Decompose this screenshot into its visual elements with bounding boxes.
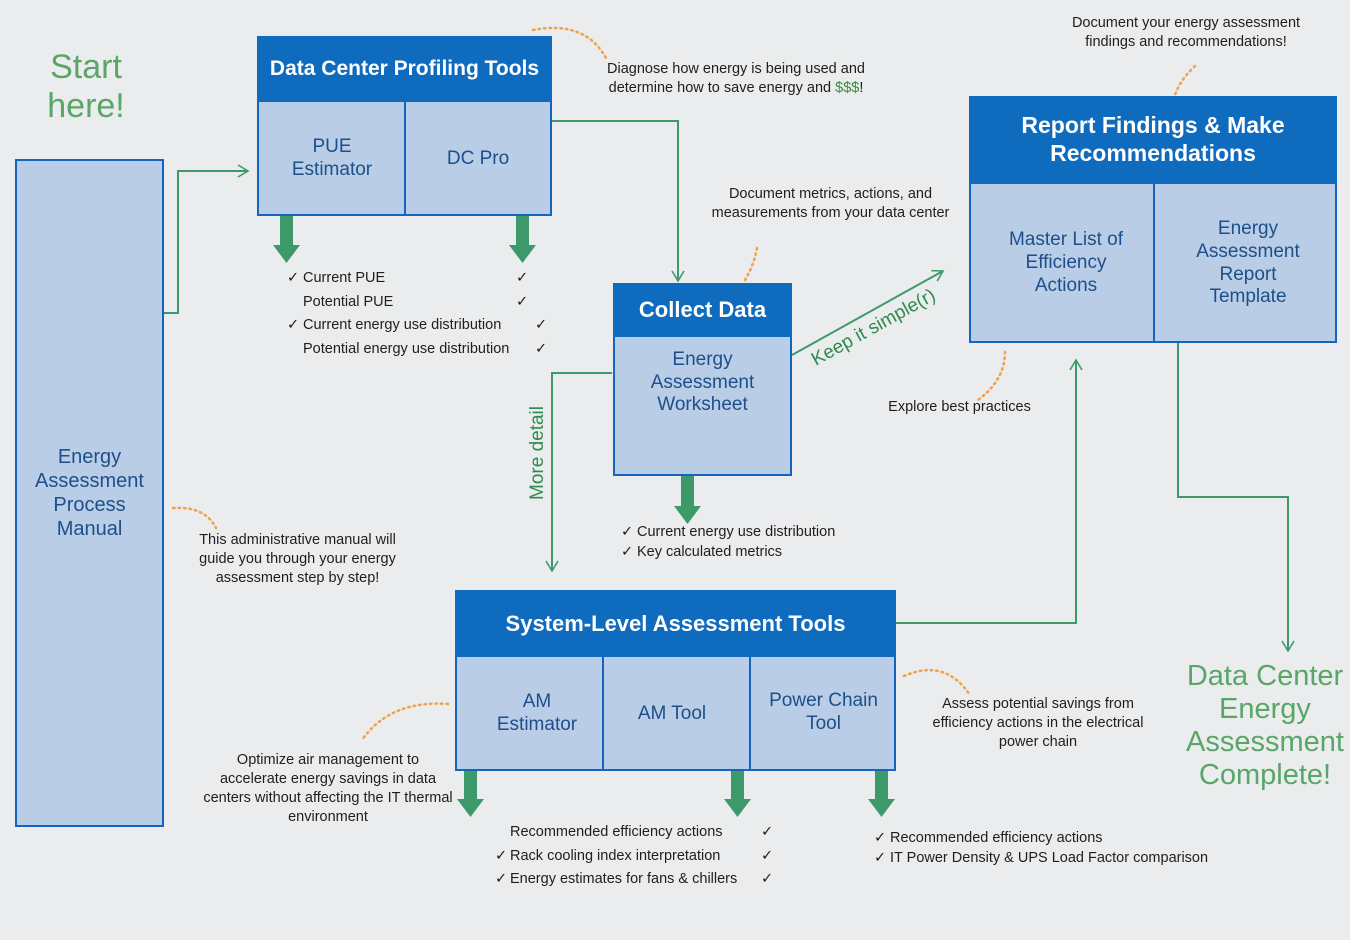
down-arrow-icon <box>674 475 701 524</box>
system-title: System-Level Assessment Tools <box>455 590 896 657</box>
profiling-note-money: $$$ <box>835 80 860 96</box>
profiling-note-text: Diagnose how energy is being used and de… <box>607 61 865 96</box>
system-divider <box>749 657 751 771</box>
check-icon: ✓ <box>761 871 774 887</box>
down-arrow-icon <box>509 215 536 263</box>
collect-outputs: ✓ Current energy use distribution ✓ Key … <box>621 522 881 562</box>
output-row: ✓ Recommended efficiency actions <box>874 828 1244 848</box>
power-outputs: ✓ Recommended efficiency actions ✓ IT Po… <box>874 828 1244 868</box>
profiling-divider <box>404 102 406 216</box>
down-arrow-icon <box>457 771 484 817</box>
check-icon: ✓ <box>287 317 300 333</box>
report-note-top: Document your energy assessment findings… <box>1071 15 1301 50</box>
output-text: Key calculated metrics <box>637 544 783 560</box>
system-box[interactable]: System-Level Assessment Tools AM Estimat… <box>455 590 896 771</box>
check-icon: ✓ <box>516 270 529 286</box>
callout-dots <box>902 668 972 697</box>
check-icon: ✓ <box>287 270 300 286</box>
start-line-1: Start <box>50 48 122 86</box>
check-icon: ✓ <box>874 830 887 846</box>
connector-system-to-report <box>896 358 1083 624</box>
output-text: IT Power Density & UPS Load Factor compa… <box>890 850 1209 866</box>
am-note: Optimize air management to accelerate en… <box>203 752 453 825</box>
manual-note: This administrative manual will guide yo… <box>199 532 396 586</box>
report-divider <box>1153 184 1155 343</box>
callout-dots <box>976 350 1007 402</box>
output-text: Current PUE <box>303 270 386 286</box>
profiling-note: Diagnose how energy is being used and de… <box>600 60 872 98</box>
callout-dots <box>531 26 608 60</box>
check-icon: ✓ <box>516 293 529 310</box>
collect-note: Document metrics, actions, and measureme… <box>711 186 950 221</box>
profiling-box[interactable]: Data Center Profiling Tools PUE Estimato… <box>257 36 552 216</box>
callout-dots <box>360 702 450 742</box>
manual-box-label: Energy Assessment Process Manual <box>35 446 144 540</box>
report-title: Report Findings & Make Recommendations <box>969 96 1337 184</box>
profiling-title: Data Center Profiling Tools <box>257 36 552 102</box>
profiling-outputs: ✓ Current PUE ✓ Potential PUE ✓ ✓ Curren… <box>287 267 557 361</box>
connector-profiling-to-collect <box>551 120 685 283</box>
connector-collect-to-system <box>545 372 612 573</box>
output-row: ✓ IT Power Density & UPS Load Factor com… <box>874 848 1244 868</box>
down-arrow-icon <box>724 771 751 817</box>
output-text: Current energy use distribution <box>637 524 836 540</box>
output-row: ✓ Key calculated metrics <box>621 542 881 562</box>
check-icon: ✓ <box>535 340 548 357</box>
callout-dots <box>743 246 759 282</box>
connector-manual-to-profiling <box>163 164 250 314</box>
system-divider <box>602 657 604 771</box>
output-text: Rack cooling index interpretation <box>510 847 721 864</box>
manual-box[interactable]: Energy Assessment Process Manual <box>15 159 164 827</box>
output-row: Potential energy use distribution ✓ <box>287 338 557 362</box>
output-text: Potential energy use distribution <box>303 340 510 357</box>
output-row: ✓ Current PUE ✓ <box>287 267 557 291</box>
report-template[interactable]: Energy Assessment Report Template <box>1196 217 1300 308</box>
output-row: Recommended efficiency actions ✓ <box>495 821 785 845</box>
tool-am-estimator[interactable]: AM Estimator <box>496 691 578 735</box>
output-text: Potential PUE <box>303 293 394 310</box>
profiling-note-end: ! <box>859 80 864 96</box>
report-box[interactable]: Report Findings & Make Recommendations M… <box>969 96 1337 343</box>
output-row: ✓ Rack cooling index interpretation ✓ <box>495 845 785 869</box>
check-icon: ✓ <box>874 850 887 866</box>
am-outputs: Recommended efficiency actions ✓ ✓ Rack … <box>495 821 785 892</box>
collect-worksheet[interactable]: Energy Assessment Worksheet <box>650 348 755 416</box>
output-text: Current energy use distribution <box>303 317 502 333</box>
report-master-list[interactable]: Master List of Efficiency Actions <box>1008 229 1124 296</box>
output-text: Energy estimates for fans & chillers <box>510 871 738 887</box>
check-icon: ✓ <box>621 524 634 540</box>
tool-am-tool[interactable]: AM Tool <box>637 702 707 724</box>
output-row: Potential PUE ✓ <box>287 291 557 315</box>
connector-report-to-complete <box>1177 342 1295 653</box>
report-note-best: Explore best practices <box>888 399 1031 415</box>
power-note: Assess potential savings from efficiency… <box>932 696 1144 750</box>
tool-pue-estimator[interactable]: PUE Estimator <box>291 136 373 180</box>
check-icon: ✓ <box>621 544 634 560</box>
connector-collect-to-report <box>791 269 945 356</box>
callout-dots <box>1173 64 1197 97</box>
tool-power-chain[interactable]: Power Chain Tool <box>769 690 878 734</box>
output-row: ✓ Current energy use distribution ✓ <box>287 314 557 338</box>
check-icon: ✓ <box>495 871 508 887</box>
callout-dots <box>171 506 218 530</box>
tool-dc-pro[interactable]: DC Pro <box>446 147 510 169</box>
check-icon: ✓ <box>535 317 548 333</box>
complete-label: Data Center Energy Assessment Complete! <box>1186 660 1344 791</box>
output-text: Recommended efficiency actions <box>890 830 1103 846</box>
start-label: Start here! <box>30 48 142 126</box>
check-icon: ✓ <box>495 847 508 864</box>
check-icon: ✓ <box>761 847 774 864</box>
label-more-detail: More detail <box>527 406 548 500</box>
check-icon: ✓ <box>761 824 774 840</box>
down-arrow-icon <box>273 215 300 263</box>
output-row: ✓ Energy estimates for fans & chillers ✓ <box>495 868 785 892</box>
output-arrows <box>273 215 895 817</box>
collect-box[interactable]: Collect Data Energy Assessment Worksheet <box>613 283 792 476</box>
collect-title: Collect Data <box>613 283 792 337</box>
start-line-2: here! <box>47 87 125 126</box>
output-row: ✓ Current energy use distribution <box>621 522 881 542</box>
output-text: Recommended efficiency actions <box>510 824 723 840</box>
down-arrow-icon <box>868 771 895 817</box>
